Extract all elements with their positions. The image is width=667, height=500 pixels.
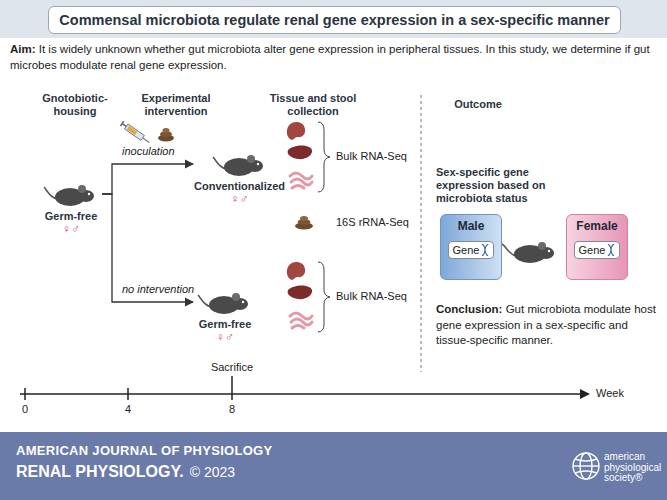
- dna-icon: [481, 244, 489, 256]
- label: It is widely unknown whether gut microbi…: [10, 43, 650, 71]
- mouse-group: Germ-free♀♂: [40, 178, 102, 236]
- bracket: [318, 122, 330, 192]
- branch-arrow: [102, 164, 193, 194]
- organ-set: [287, 262, 330, 332]
- liver: [288, 286, 312, 300]
- outcome-label: Sex-specific gene expression based on mi…: [436, 166, 576, 206]
- separator: [421, 95, 422, 372]
- stool-icon: [158, 128, 174, 142]
- journal-name: AMERICAN JOURNAL OF PHYSIOLOGY: [16, 443, 273, 458]
- gene-tag: Gene: [448, 241, 495, 259]
- dna-icon: [607, 244, 615, 256]
- column-heading: Experimental intervention: [126, 92, 226, 118]
- tick-label: 8: [229, 403, 235, 415]
- timeline: [20, 376, 590, 400]
- gene-tag: Gene: [574, 241, 621, 259]
- label: RENAL PHYSIOLOGY.: [16, 463, 184, 481]
- header-band: [0, 0, 667, 38]
- label: Conclusion:: [436, 303, 502, 315]
- mouse-icon: [502, 242, 554, 263]
- node-label: Germ-free: [194, 318, 256, 330]
- title: Commensal microbiota regulate renal gene…: [51, 9, 617, 31]
- column-heading: Outcome: [438, 98, 518, 111]
- edge-label: inoculation: [120, 145, 177, 157]
- organ-set: [287, 122, 330, 230]
- tick-label: 0: [22, 403, 28, 415]
- intestine: [290, 173, 312, 188]
- axis-label: Week: [596, 387, 624, 399]
- method-label: Bulk RNA-Seq: [336, 150, 407, 162]
- method-label: 16S rRNA-Seq: [336, 216, 409, 228]
- mouse-group: Germ-free♀♂: [194, 286, 256, 344]
- aim-text: Aim: It is widely unknown whether gut mi…: [10, 42, 658, 73]
- column-heading: Gnotobiotic-housing: [28, 92, 122, 118]
- title-box: Commensal microbiota regulate renal gene…: [48, 6, 621, 34]
- intestine: [290, 313, 312, 328]
- node-label: Conventionalized: [194, 180, 285, 192]
- event-label: Sacrifice: [211, 361, 253, 373]
- sex-symbols: ♀♂: [194, 192, 285, 206]
- node-label: Male: [445, 219, 497, 233]
- mouse-icon: [197, 286, 253, 316]
- mouse-group: Conventionalized♀♂: [194, 148, 285, 206]
- conclusion-text: Conclusion: Gut microbiota modulate host…: [436, 302, 660, 349]
- sex-symbols: ♀♂: [40, 222, 102, 236]
- edge-label: no intervention: [120, 283, 196, 295]
- kidney: [287, 262, 305, 280]
- sex-box: MaleGene: [440, 214, 502, 280]
- footer-band: [0, 432, 667, 500]
- tick-label: 4: [125, 403, 131, 415]
- node-label: Germ-free: [40, 210, 102, 222]
- sex-symbols: ♀♂: [194, 330, 256, 344]
- kidney: [287, 122, 305, 140]
- sex-box: FemaleGene: [566, 214, 628, 280]
- mouse-icon: [212, 148, 268, 178]
- method-label: Bulk RNA-Seq: [336, 290, 407, 302]
- mouse-icon: [43, 178, 99, 208]
- label: Aim:: [10, 43, 36, 55]
- syringe-icon: [120, 121, 150, 145]
- society-name: american physiological society®: [604, 452, 664, 484]
- liver: [288, 146, 312, 160]
- node-label: Female: [571, 219, 623, 233]
- column-heading: Tissue and stool collection: [258, 92, 368, 118]
- journal-line: RENAL PHYSIOLOGY. © 2023: [16, 463, 235, 481]
- label: © 2023: [190, 464, 235, 480]
- society-logo: [573, 453, 599, 479]
- bracket: [318, 262, 330, 332]
